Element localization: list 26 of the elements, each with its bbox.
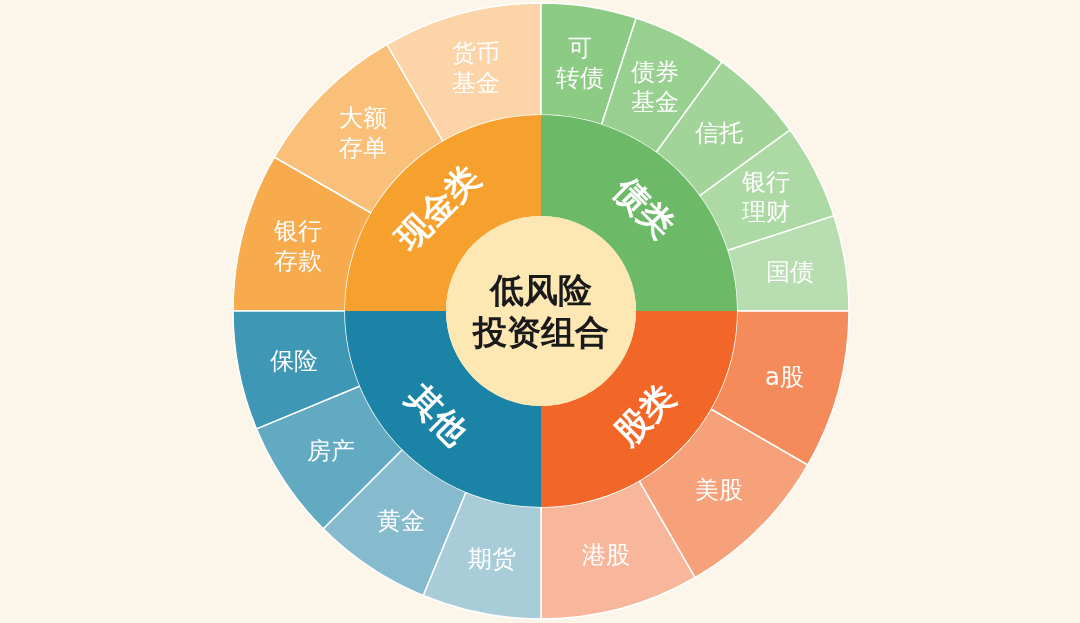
outer-ring-segment bbox=[386, 2, 542, 142]
category-label: 现金类 bbox=[387, 157, 488, 258]
outer-ring-segment bbox=[422, 491, 542, 620]
segment-label: 港股 bbox=[582, 540, 631, 569]
segment-label: 美股 bbox=[695, 475, 744, 504]
segment-label: 保险 bbox=[269, 346, 318, 375]
outer-ring-segment bbox=[232, 310, 361, 430]
segment-label: 银行理财 bbox=[741, 168, 790, 226]
segment-label: 货币基金 bbox=[451, 39, 500, 97]
segment-label: 银行存款 bbox=[273, 217, 322, 276]
segment-label: 期货 bbox=[467, 544, 516, 573]
segment-label: 可转债 bbox=[556, 33, 605, 92]
segment-label: 大额存单 bbox=[338, 104, 387, 163]
segment-label: 黄金 bbox=[377, 506, 425, 535]
center-title: 低风险投资组合 bbox=[473, 269, 609, 353]
segment-label: 房产 bbox=[307, 437, 356, 466]
segment-label: 债券基金 bbox=[631, 57, 680, 116]
outer-ring-segment bbox=[655, 61, 791, 197]
segment-label: a股 bbox=[765, 362, 804, 391]
category-label: 债类 bbox=[606, 169, 683, 246]
category-label: 股类 bbox=[606, 376, 683, 453]
outer-ring-segment bbox=[540, 480, 696, 620]
category-label: 其他 bbox=[399, 376, 476, 453]
segment-label: 国债 bbox=[765, 258, 814, 286]
outer-ring-segment bbox=[710, 310, 850, 466]
segment-label: 信托 bbox=[695, 119, 744, 148]
